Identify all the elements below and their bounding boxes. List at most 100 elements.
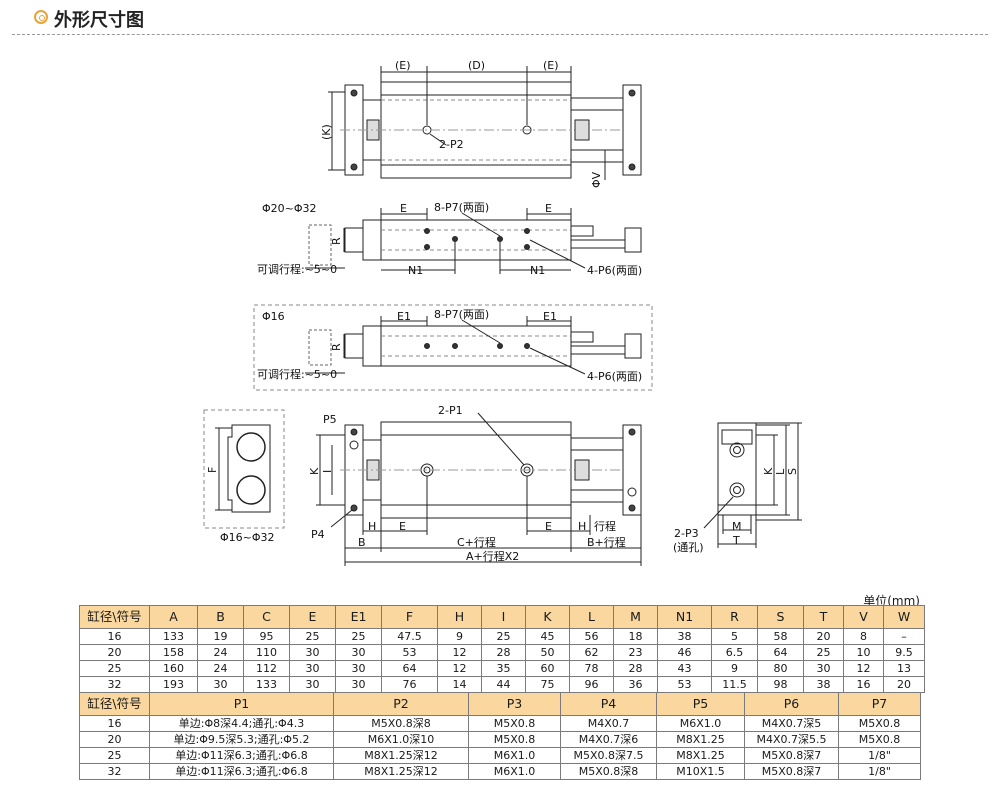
table-cell: 30 (197, 676, 244, 693)
table-cell: 30 (289, 644, 336, 661)
table-cell: 20 (803, 628, 844, 645)
table-cell: 110 (243, 644, 290, 661)
table-cell: 16 (79, 715, 150, 732)
label-8-p7: 8-P7(两面) (434, 201, 489, 214)
dim-n1-right: N1 (530, 264, 545, 277)
table-cell: 单边:Φ11深6.3;通孔:Φ6.8 (149, 747, 334, 764)
table-cell: 35 (481, 660, 526, 677)
table-cell: 46 (657, 644, 712, 661)
label-through-hole: (通孔) (673, 541, 704, 554)
section-header: 外形尺寸图 (0, 0, 1000, 38)
dim-t: T (732, 534, 740, 547)
table-cell: 11.5 (711, 676, 758, 693)
table-cell: M8X1.25深12 (333, 763, 469, 780)
dim-r: R (330, 237, 343, 245)
dim-h-right: H (578, 520, 586, 533)
dim-l: L (774, 468, 787, 475)
table1-header-cell: A (149, 605, 198, 629)
table-cell: 24 (197, 644, 244, 661)
table-cell: 32 (79, 676, 150, 693)
dim-f: F (206, 467, 219, 473)
table-cell: M6X1.0 (468, 747, 561, 764)
table1-header-cell: S (757, 605, 804, 629)
side-view-16: Φ16 E1 E1 8-P7(两面) R 4-P6(两面) 可调行程:~5~0 (253, 304, 653, 391)
table-cell: 单边:Φ11深6.3;通孔:Φ6.8 (149, 763, 334, 780)
dim-a-stroke-x2: A+行程X2 (466, 550, 519, 563)
table-cell: 44 (481, 676, 526, 693)
dim-e-right: (E) (543, 59, 559, 72)
table-cell: M5X0.8深7.5 (560, 747, 657, 764)
table-cell: 单边:Φ9.5深5.3;通孔:Φ5.2 (149, 731, 334, 748)
section-title: 外形尺寸图 (54, 10, 144, 31)
table-cell: M10X1.5 (656, 763, 745, 780)
dim-n1-left: N1 (408, 264, 423, 277)
label-4-p6: 4-P6(两面) (587, 264, 642, 277)
table-cell: 12 (843, 660, 884, 677)
table1-header-cell: W (883, 605, 925, 629)
table2-header-cell: P5 (656, 692, 745, 716)
table-cell: M8X1.25深12 (333, 747, 469, 764)
table-cell: 25 (79, 660, 150, 677)
table-cell: 9 (711, 660, 758, 677)
table-cell: 64 (381, 660, 438, 677)
table2-header-cell: P4 (560, 692, 657, 716)
table-cell: 14 (437, 676, 482, 693)
table-cell: 23 (613, 644, 658, 661)
dim-k-bottom: K (308, 467, 321, 475)
table-cell: 单边:Φ8深4.4;通孔:Φ4.3 (149, 715, 334, 732)
table1-header-cell: E1 (335, 605, 382, 629)
table1-header-cell: V (843, 605, 884, 629)
stroke-adjust-label: 可调行程:~5~0 (257, 263, 337, 276)
table-cell: M5X0.8深7 (744, 747, 839, 764)
dim-c-stroke: C+行程 (457, 536, 496, 549)
table-cell: 18 (613, 628, 658, 645)
table-cell: 30 (335, 660, 382, 677)
dim-k-end: K (762, 467, 775, 475)
table-cell: 30 (335, 644, 382, 661)
table2-header-cell: 缸径\符号 (79, 692, 150, 716)
table-cell: 20 (883, 676, 925, 693)
bore-16-label: Φ16 (262, 310, 285, 323)
table-cell: 160 (149, 660, 198, 677)
table1-header-cell: C (243, 605, 290, 629)
unit-label: 单位(mm) (863, 594, 920, 608)
table-cell: 30 (289, 676, 336, 693)
table-cell: 96 (569, 676, 614, 693)
table-cell: 43 (657, 660, 712, 677)
table2-header-cell: P6 (744, 692, 839, 716)
table-cell: M5X0.8 (838, 715, 921, 732)
table-cell: M5X0.8 (838, 731, 921, 748)
table-cell: 6.5 (711, 644, 758, 661)
table-cell: 56 (569, 628, 614, 645)
table-cell: 28 (613, 660, 658, 677)
table2-header-cell: P2 (333, 692, 469, 716)
table-cell: 133 (243, 676, 290, 693)
table-cell: 16 (843, 676, 884, 693)
side-view-20-32: Φ20~Φ32 E E 8-P7(两面) R N1 N1 4-P6(两面) 可调… (257, 201, 642, 277)
table-cell: 47.5 (381, 628, 438, 645)
table-cell: 80 (757, 660, 804, 677)
table-cell: M4X0.7深5 (744, 715, 839, 732)
table1-header-cell: M (613, 605, 658, 629)
table-cell: 50 (525, 644, 570, 661)
table-cell: 53 (381, 644, 438, 661)
top-view: (E) (D) (E) (K) 2-P2 ΦV (320, 59, 642, 188)
table-cell: – (883, 628, 925, 645)
dim-e1-right: E1 (543, 310, 557, 323)
table-cell: M5X0.8深7 (744, 763, 839, 780)
bore-range-small: Φ16~Φ32 (220, 531, 275, 544)
table-cell: M4X0.7深6 (560, 731, 657, 748)
table-cell: 28 (481, 644, 526, 661)
dim-m: M (732, 520, 742, 533)
dim-s: S (786, 468, 799, 475)
table-cell: 76 (381, 676, 438, 693)
table-cell: 25 (79, 747, 150, 764)
dim-e-left: (E) (395, 59, 411, 72)
table-cell: 95 (243, 628, 290, 645)
